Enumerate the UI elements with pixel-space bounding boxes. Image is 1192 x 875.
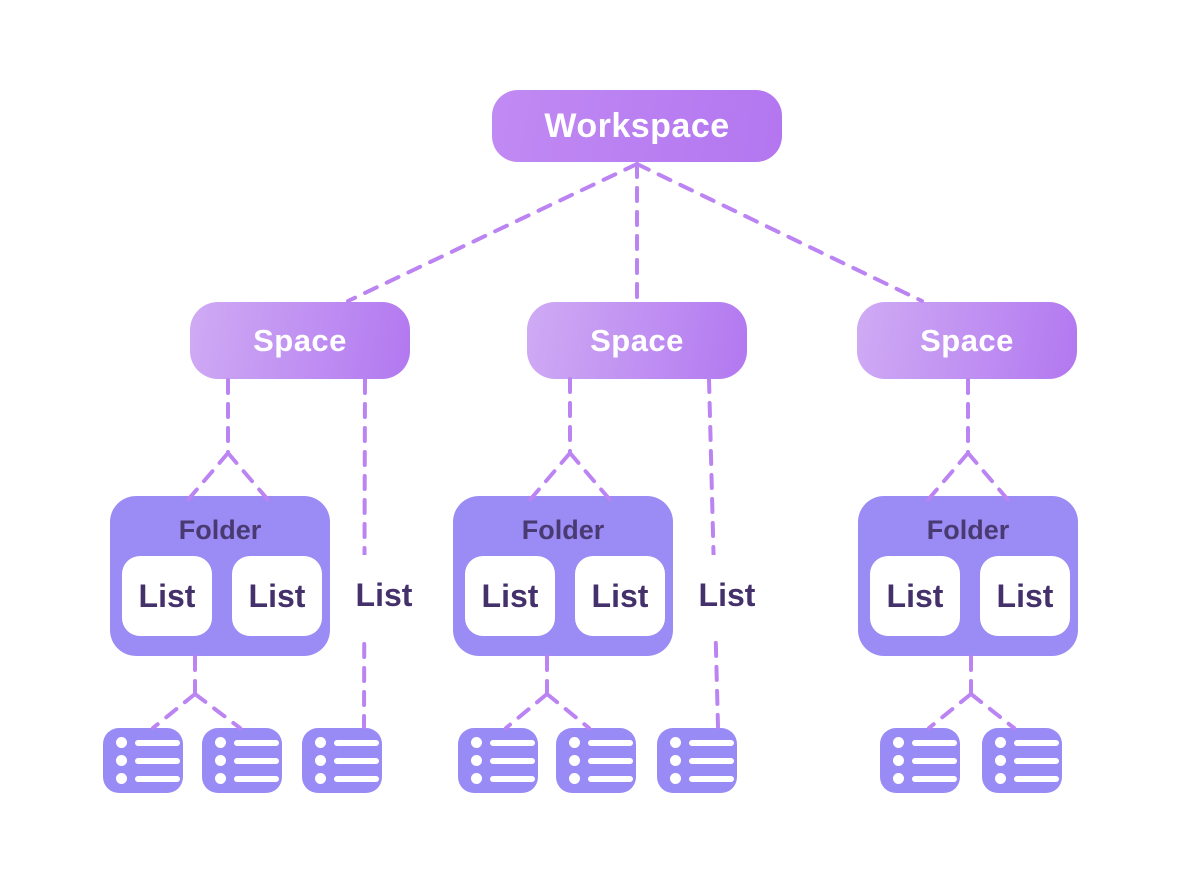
task-list-icon <box>569 737 633 748</box>
workspace-node: Workspace <box>492 90 782 162</box>
task-list-icon <box>116 737 180 748</box>
folder-node-2: Folder List List <box>453 496 673 656</box>
folder-lists: List List <box>465 556 665 636</box>
task-card <box>103 728 183 793</box>
task-list-icon <box>995 737 1059 748</box>
list-node: List <box>465 556 555 636</box>
workspace-label: Workspace <box>544 106 730 145</box>
space-node-3: Space <box>857 302 1077 379</box>
folder-node-3: Folder List List <box>858 496 1078 656</box>
standalone-list-node-1: List <box>340 555 428 635</box>
space-label: Space <box>590 322 684 358</box>
standalone-list-node-2: List <box>683 555 771 635</box>
task-list-icon <box>893 737 957 748</box>
list-label: List <box>248 577 306 614</box>
task-card <box>982 728 1062 793</box>
list-node: List <box>870 556 960 636</box>
list-node: List <box>122 556 212 636</box>
folder-lists: List List <box>122 556 322 636</box>
task-list-icon <box>670 737 734 748</box>
folder-label: Folder <box>521 514 605 545</box>
task-list-icon <box>471 737 535 748</box>
task-card <box>202 728 282 793</box>
list-label: List <box>698 576 756 613</box>
list-node: List <box>575 556 665 636</box>
space-node-1: Space <box>190 302 410 379</box>
task-card <box>657 728 737 793</box>
list-label: List <box>886 577 944 614</box>
list-label: List <box>138 577 196 614</box>
list-label: List <box>355 576 413 613</box>
list-node: List <box>980 556 1070 636</box>
task-card <box>458 728 538 793</box>
task-card <box>556 728 636 793</box>
space-label: Space <box>920 322 1014 358</box>
list-label: List <box>591 577 649 614</box>
task-list-icon <box>215 737 279 748</box>
folder-lists: List List <box>870 556 1070 636</box>
folder-node-1: Folder List List <box>110 496 330 656</box>
folder-label: Folder <box>178 514 262 545</box>
list-label: List <box>996 577 1054 614</box>
task-card <box>302 728 382 793</box>
space-node-2: Space <box>527 302 747 379</box>
folder-label: Folder <box>926 514 1010 545</box>
task-card <box>880 728 960 793</box>
list-label: List <box>481 577 539 614</box>
task-list-icon <box>315 737 379 748</box>
list-node: List <box>232 556 322 636</box>
space-label: Space <box>253 322 347 358</box>
